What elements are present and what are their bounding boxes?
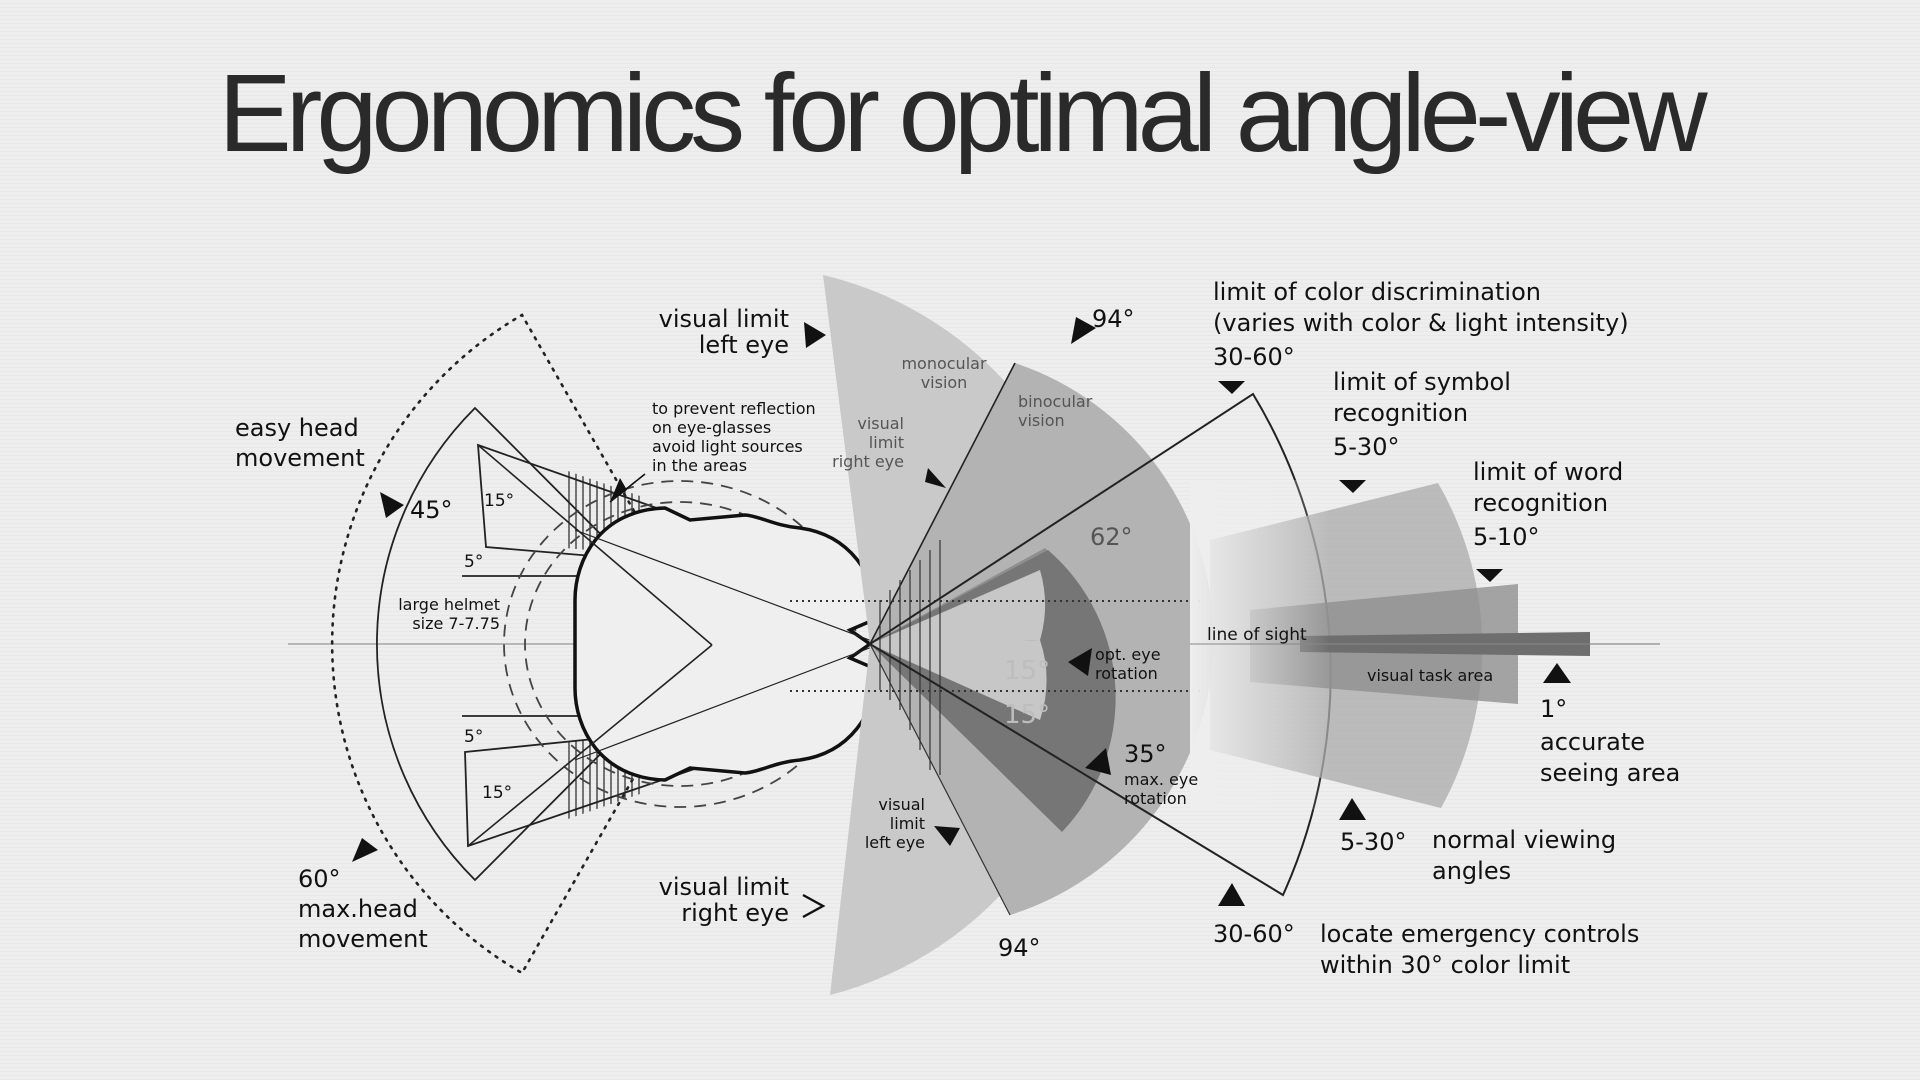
optimal-eye-rotation-area (870, 640, 1047, 720)
label-94-bottom: 94° (998, 934, 1041, 962)
label-emergency: 30-60° (1213, 920, 1295, 948)
label-15-opt-upper: 15° (1004, 656, 1050, 686)
label-visual-limit-right-eye-small: visual (857, 414, 904, 433)
label-reflection: to prevent reflection (652, 399, 816, 418)
label-color-limit: limit of color discrimination (1213, 278, 1541, 306)
label-helmet: large helmet (398, 595, 500, 614)
label-max-eye: 35° (1124, 740, 1167, 768)
label-line-of-sight: line of sight (1207, 625, 1307, 645)
callout-arrowheads (352, 317, 1571, 906)
label-accurate: 1° (1540, 695, 1567, 723)
label-symbol-limit: limit of symbol (1333, 368, 1511, 396)
svg-text:30-60°: 30-60° (1213, 920, 1295, 948)
label-normal-viewing: 5-30° (1340, 828, 1406, 856)
label-visual-limit-left-eye-top: visual limit (659, 305, 789, 333)
label-binocular: binocular (1018, 392, 1093, 411)
label-opt-eye: opt. eye (1095, 645, 1161, 664)
label-15-upper: 15° (484, 491, 514, 511)
svg-text:limit of color discrimination(: limit of color discrimination(varies wit… (1213, 278, 1629, 371)
label-word-limit: limit of word (1473, 458, 1623, 486)
label-easy-head: easy head (235, 414, 359, 442)
page-title: Ergonomics for optimal angle-view (218, 52, 1707, 175)
fade-overlay (1190, 480, 1330, 810)
label-5-upper: 5° (464, 552, 483, 572)
label-15-lower: 15° (482, 783, 512, 803)
label-monocular: monocular (901, 354, 986, 373)
svg-text:5-30°: 5-30° (1340, 828, 1406, 856)
label-45: 45° (410, 496, 453, 524)
label-15-opt-lower: 15° (1004, 700, 1050, 730)
label-62: 62° (1090, 523, 1133, 551)
head-outline (573, 506, 880, 782)
label-visual-task-area: visual task area (1367, 666, 1493, 685)
label-94-top: 94° (1092, 305, 1135, 333)
max-head-movement-sector (330, 313, 712, 975)
label-visual-limit-right-eye-bottom: visual limit (659, 873, 789, 901)
label-5-lower: 5° (464, 727, 483, 747)
label-max-head: 60° (298, 865, 341, 893)
easy-head-movement-sector (376, 406, 712, 882)
label-visual-limit-left-eye-small: visual (878, 795, 925, 814)
